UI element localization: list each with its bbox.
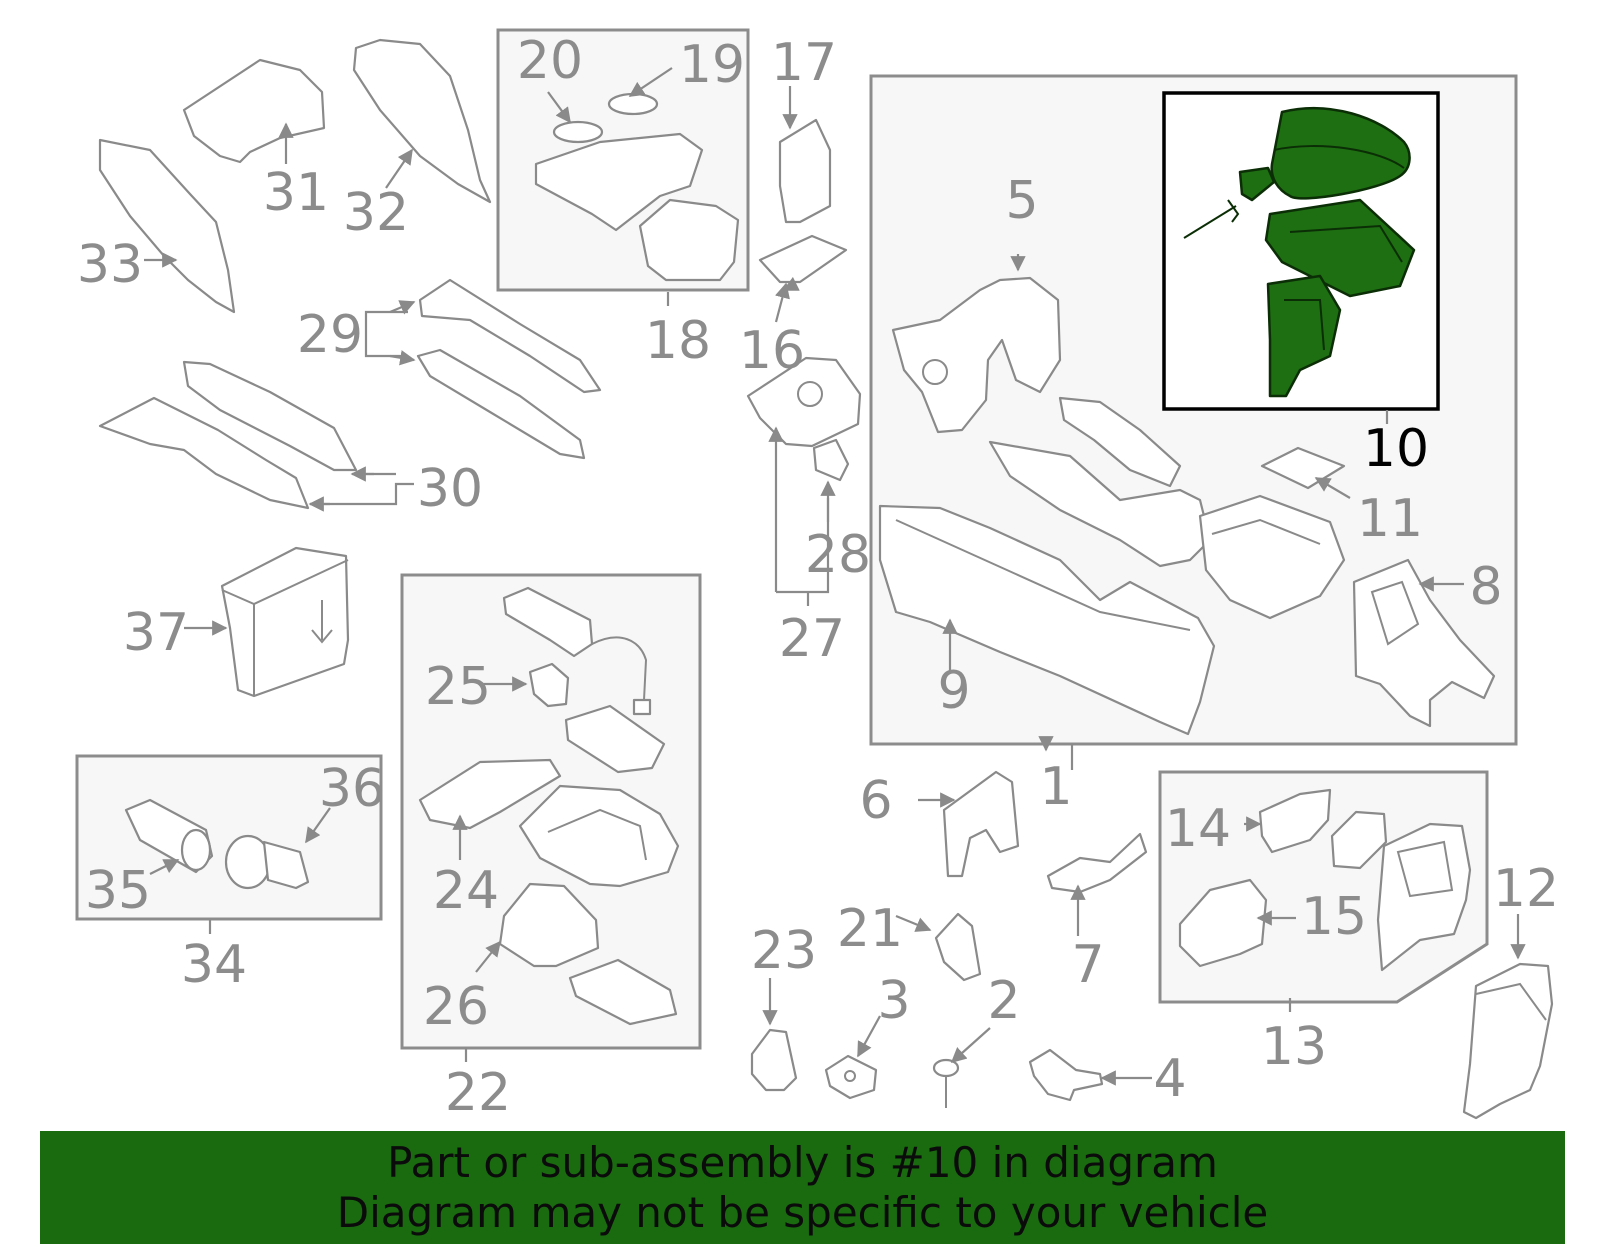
callout-12[interactable]: 12 [1493,859,1559,919]
part-5-bracket[interactable] [891,276,1062,434]
part-22-switch-harness[interactable] [502,586,652,716]
part-7-bracket[interactable] [1046,832,1148,894]
part-1-console-frame[interactable] [988,396,1346,620]
callout-4[interactable]: 4 [1153,1049,1186,1109]
part-23-clip[interactable] [750,1028,798,1092]
callout-2[interactable]: 2 [987,971,1020,1031]
callout-23[interactable]: 23 [751,921,817,981]
part-14-bracket[interactable] [1258,788,1332,854]
part-29-trim-strips[interactable] [416,278,602,460]
callout-34[interactable]: 34 [181,935,247,995]
callout-25[interactable]: 25 [425,657,491,717]
callout-36[interactable]: 36 [319,759,385,819]
part-13-rear-cover[interactable] [1376,822,1472,972]
callout-20[interactable]: 20 [517,31,583,91]
callout-10[interactable]: 10 [1363,419,1429,479]
part-35-socket[interactable] [124,798,214,874]
callout-29[interactable]: 29 [297,305,363,365]
callout-16[interactable]: 16 [739,321,805,381]
callout-8[interactable]: 8 [1469,557,1502,617]
part-37-switch-panel[interactable] [220,546,350,698]
callout-5[interactable]: 5 [1005,171,1038,231]
part-12-rear-panel[interactable] [1462,962,1554,1120]
callout-15[interactable]: 15 [1301,887,1367,947]
part-16-tray[interactable] [758,234,848,284]
callout-33[interactable]: 33 [77,235,143,295]
banner-disclaimer: Diagram may not be specific to your vehi… [336,1187,1269,1237]
part-26-boot[interactable] [498,882,600,968]
part-25-sensor[interactable] [528,662,570,708]
banner-part-note: Part or sub-assembly is #10 in diagram [387,1137,1218,1187]
callout-11[interactable]: 11 [1357,489,1423,549]
callout-28[interactable]: 28 [805,525,871,585]
callout-6[interactable]: 6 [859,771,892,831]
callout-31[interactable]: 31 [263,163,329,223]
part-10-armrest-assembly[interactable] [1183,107,1416,398]
part-6-bracket[interactable] [942,770,1020,878]
part-15-vent[interactable] [1178,878,1268,968]
part-36-cap[interactable] [224,834,310,890]
part-33-panel[interactable] [98,138,236,314]
part-22-trim-ring[interactable] [564,704,666,774]
part-4-clip[interactable] [1028,1048,1104,1102]
callout-14[interactable]: 14 [1165,799,1231,859]
callout-18[interactable]: 18 [645,311,711,371]
callout-7[interactable]: 7 [1071,935,1104,995]
part-9-side-panel[interactable] [878,504,1216,736]
part-18-cupholder[interactable] [534,132,740,282]
part-32-panel[interactable] [352,38,492,204]
callout-1[interactable]: 1 [1039,757,1072,817]
part-2-screw[interactable] [932,1058,960,1108]
part-8-trim[interactable] [1352,558,1496,728]
callout-26[interactable]: 26 [423,977,489,1037]
part-30-trim-panels[interactable] [98,360,358,510]
part-13-ring[interactable] [1330,810,1388,870]
part-19-20-seals[interactable] [552,92,659,144]
callout-35[interactable]: 35 [85,861,151,921]
part-21-clip[interactable] [934,912,982,982]
callout-9[interactable]: 9 [937,661,970,721]
part-31-bracket[interactable] [182,58,326,164]
callout-24[interactable]: 24 [433,861,499,921]
callout-labels: 1 2 3 4 5 6 7 8 9 10 11 12 13 14 15 16 1… [77,31,1559,1123]
callout-22[interactable]: 22 [445,1063,511,1123]
callout-30[interactable]: 30 [417,459,483,519]
callout-3[interactable]: 3 [877,971,910,1031]
callout-37[interactable]: 37 [123,603,189,663]
callout-27[interactable]: 27 [779,609,845,669]
callout-32[interactable]: 32 [343,183,409,243]
part-22-lower-trim[interactable] [568,958,678,1026]
part-28-switch[interactable] [812,438,850,482]
part-3-nut[interactable] [824,1054,878,1100]
part-22-console-bezel[interactable] [518,784,680,888]
part-24-tray[interactable] [418,758,562,830]
callout-21[interactable]: 21 [837,899,903,959]
part-17-module[interactable] [778,118,832,224]
info-banner: Part or sub-assembly is #10 in diagram D… [40,1131,1565,1244]
callout-19[interactable]: 19 [679,35,745,95]
callout-17[interactable]: 17 [771,33,837,93]
group-box-34 [75,754,383,921]
callout-13[interactable]: 13 [1261,1017,1327,1077]
leader-lines [144,67,1526,1086]
